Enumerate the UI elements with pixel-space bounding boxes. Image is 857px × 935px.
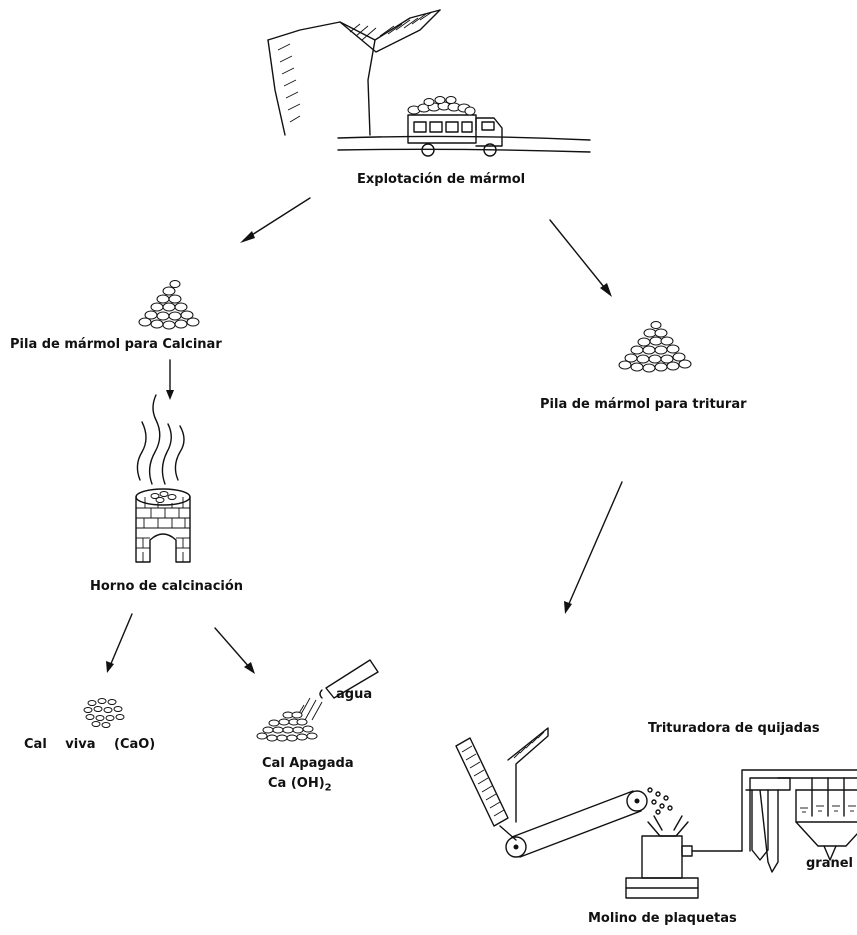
quicklime-pebbles-icon [83,698,125,728]
label-slaked-lime: Cal Apagada [262,756,354,771]
label-slaked-lime-formula: Ca (OH)2 [268,777,332,794]
label-quarry: Explotación de mármol [357,172,526,187]
arrow-to-slaked-lime [214,627,255,674]
conveyor-belt-icon [505,790,648,858]
arrow-to-crush-pile [549,219,612,297]
marble-pile-crush-icon [618,321,692,373]
arrow-to-crusher [564,481,623,614]
label-kiln: Horno de calcinación [90,579,244,594]
marble-pile-calcine-icon [138,280,200,330]
arrow-to-calcine-pile [240,197,311,243]
quarry-cliff [267,9,441,136]
label-bulk: granel [806,856,854,871]
smoke-icon [136,394,185,485]
arrow-to-kiln [166,359,174,400]
label-pile-crush: Pila de mármol para triturar [540,397,747,412]
falling-chips-icon [647,787,673,815]
formula-text: Ca (OH) [268,776,325,791]
jaw-crusher-icon [455,727,549,841]
cyclone-silos-icon [741,769,857,873]
label-quicklime: Cal viva (CaO) [24,737,156,752]
label-pile-calcine: Pila de mármol para Calcinar [10,337,222,352]
arrow-to-quicklime [106,613,133,673]
label-water: agua [336,687,373,702]
mill-icon [625,815,743,899]
ground-line [337,135,591,153]
formula-subscript: 2 [324,782,332,794]
dump-truck-icon [407,96,503,157]
label-jaw-crusher: Trituradora de quijadas [648,721,820,736]
slaked-lime-pile-icon [256,711,318,742]
kiln-icon [135,488,191,563]
label-mill: Molino de plaquetas [588,911,737,926]
